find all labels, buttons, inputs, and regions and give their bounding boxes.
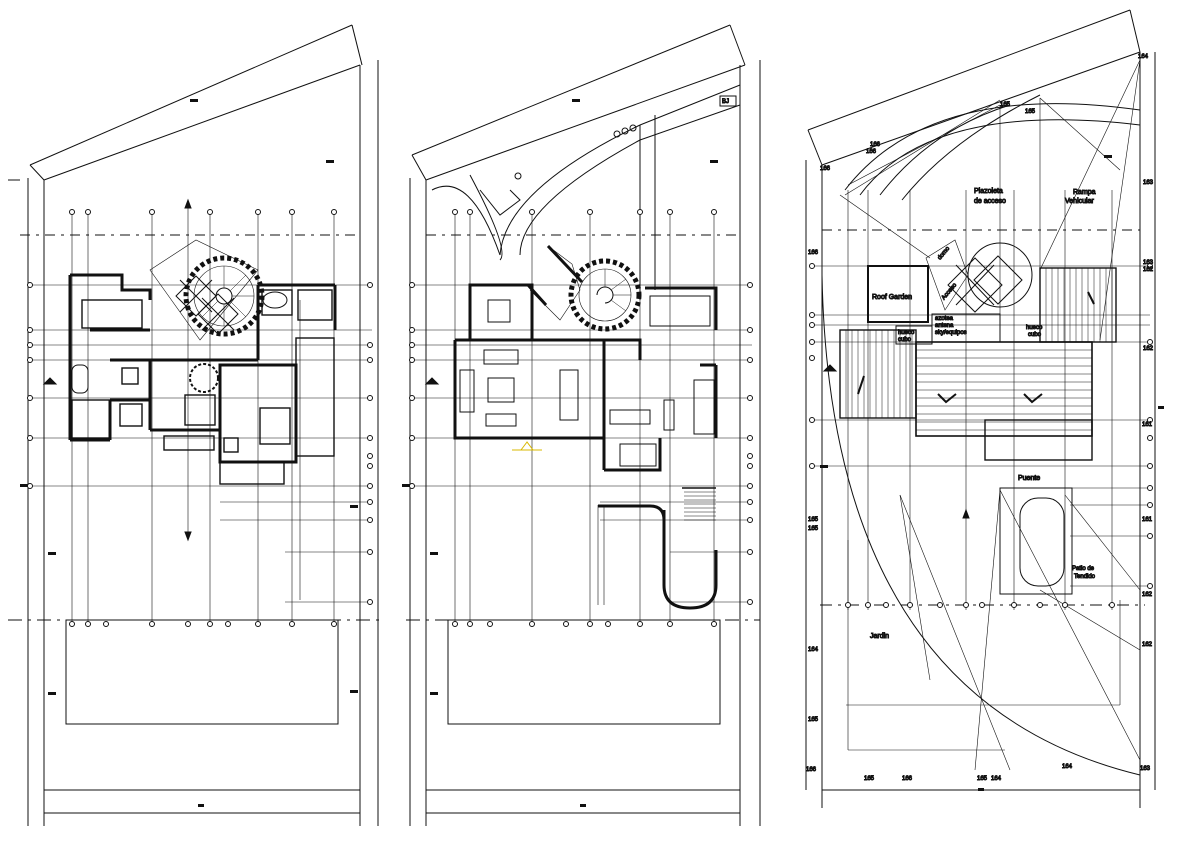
dim-166-b: 166 — [866, 149, 877, 155]
dim-161-right-2: 161 — [1142, 517, 1153, 523]
dim-162-right-3: 162 — [1142, 592, 1153, 598]
label-hueco-2: cubo — [898, 337, 912, 343]
dim-164-bottom-1: 164 — [991, 776, 1002, 782]
plan-upper-floor — [8, 24, 380, 826]
dim-164-left: 164 — [808, 647, 819, 653]
label-rampa-2: Vehicular — [1065, 198, 1094, 205]
dim-163-bottom-right: 163 — [1140, 766, 1151, 772]
dim-166-left: 166 — [808, 250, 819, 256]
dim-165-left-3: 165 — [808, 717, 819, 723]
label-puente: Puente — [1018, 475, 1040, 482]
dim-165-bottom-1: 165 — [864, 776, 875, 782]
dim-166-c: 166 — [820, 166, 831, 172]
dim-164-top-right: 164 — [1138, 54, 1149, 60]
dim-165-left-1: 165 — [808, 517, 819, 523]
ground-tag-label: BJ — [722, 99, 729, 105]
label-jardin: Jardin — [870, 633, 889, 640]
label-rampa-1: Rampa — [1073, 189, 1096, 196]
label-domo: domo — [937, 245, 952, 261]
dim-165-top: 165 — [1000, 102, 1011, 108]
dimension-tick-marks — [20, 99, 1164, 807]
dim-164-bottom-2: 164 — [1062, 764, 1073, 770]
label-plazoleta-1: Plazoleta — [974, 188, 1003, 195]
plan-ground-floor: BJ — [406, 24, 761, 826]
label-patio-1: Patio de — [1072, 566, 1095, 572]
label-azotea-2: antena — [935, 323, 954, 329]
dim-161-right-1: 161 — [1142, 422, 1153, 428]
label-plazoleta-2: de acceso — [974, 198, 1006, 205]
label-patio-2: Tendido — [1074, 574, 1096, 580]
label-azotea-3: sky/equipos — [935, 330, 967, 336]
dim-162-right-2: 162 — [1143, 346, 1154, 352]
dim-163-right-2: 163 — [1143, 260, 1154, 266]
dim-163-right-1: 163 — [1143, 180, 1154, 186]
label-hueco-right-2: cubo — [1028, 332, 1042, 338]
dim-165-bottom-2: 165 — [977, 776, 988, 782]
dim-165-left-2: 165 — [808, 526, 819, 532]
plan-roof: Plazoleta de acceso Rampa Vehicular Roof… — [805, 9, 1156, 808]
label-acceso: Acceso — [941, 282, 959, 301]
dim-162-right-4: 162 — [1142, 642, 1153, 648]
dim-162-right-1: 162 — [1143, 267, 1154, 273]
dim-165-top-2: 165 — [1025, 109, 1036, 115]
label-hueco-1: hueco — [898, 330, 915, 336]
label-hueco-right-1: hueco — [1026, 325, 1043, 331]
dim-166-bottom: 166 — [902, 776, 913, 782]
label-azotea-1: azotea — [935, 316, 954, 322]
label-roof-garden: Roof Garden — [872, 294, 912, 301]
dim-166-a: 166 — [870, 142, 881, 148]
dim-166-bottom-left: 166 — [806, 767, 817, 773]
